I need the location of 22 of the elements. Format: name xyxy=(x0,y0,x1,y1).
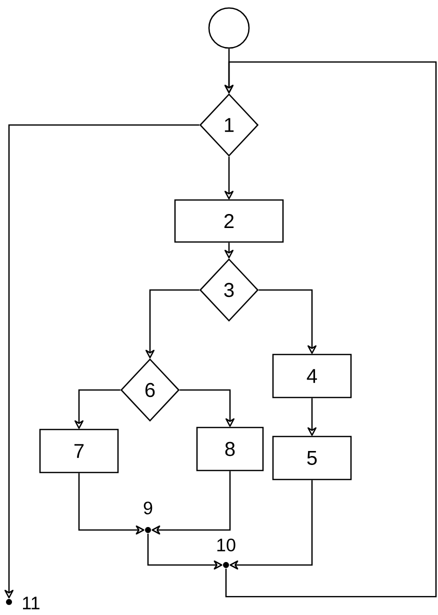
process-box: 4 xyxy=(272,354,352,398)
process-box: 2 xyxy=(174,199,284,243)
process-box: 8 xyxy=(196,426,264,472)
arrow xyxy=(180,389,235,427)
arrow xyxy=(224,156,234,200)
dot-label: 9 xyxy=(144,502,152,514)
start-circle xyxy=(208,7,250,49)
arrow xyxy=(78,473,144,535)
process-box: 7 xyxy=(39,428,119,474)
arrow xyxy=(307,398,317,436)
arrow xyxy=(152,471,231,535)
arrow xyxy=(145,289,200,358)
arrow xyxy=(147,534,222,570)
dot-label: 11 xyxy=(23,596,40,610)
arrow xyxy=(224,242,234,258)
arrow xyxy=(258,289,317,354)
arrow xyxy=(74,389,120,429)
dot-label: 10 xyxy=(217,538,236,552)
arrow xyxy=(224,61,437,598)
arrow xyxy=(230,480,313,570)
arrow xyxy=(4,124,200,598)
process-box: 5 xyxy=(272,436,352,480)
